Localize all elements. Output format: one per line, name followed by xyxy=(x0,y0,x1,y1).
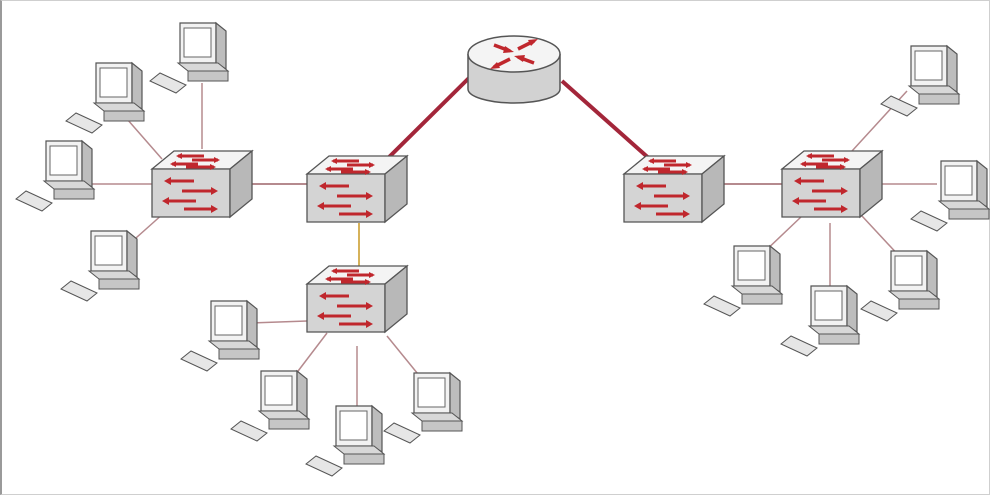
computer-icon xyxy=(65,62,145,134)
computer-icon xyxy=(910,160,990,232)
computer-icon xyxy=(180,300,260,372)
link-left-pc2 xyxy=(126,118,163,160)
computer-icon xyxy=(703,245,783,317)
switch-icon-right-inner xyxy=(622,154,726,224)
uplink-router-center xyxy=(375,71,476,171)
switch-icon-left xyxy=(150,149,254,219)
computer-icon xyxy=(60,230,140,302)
computer-icon xyxy=(230,370,310,442)
switch-icon-center xyxy=(305,154,409,224)
computer-icon xyxy=(305,405,385,477)
link-bottom-pc4 xyxy=(386,335,423,380)
uplink-router-right xyxy=(560,79,654,163)
link-bottom-pc1 xyxy=(249,320,308,324)
computer-icon xyxy=(15,140,95,212)
computer-icon xyxy=(383,372,463,444)
switch-icon-right-outer xyxy=(780,149,884,219)
computer-icon xyxy=(780,285,860,357)
router-icon xyxy=(467,35,561,104)
computer-icon xyxy=(880,45,960,117)
switch-icon-bottom xyxy=(305,264,409,334)
computer-icon xyxy=(860,250,940,322)
computer-icon xyxy=(149,22,229,94)
